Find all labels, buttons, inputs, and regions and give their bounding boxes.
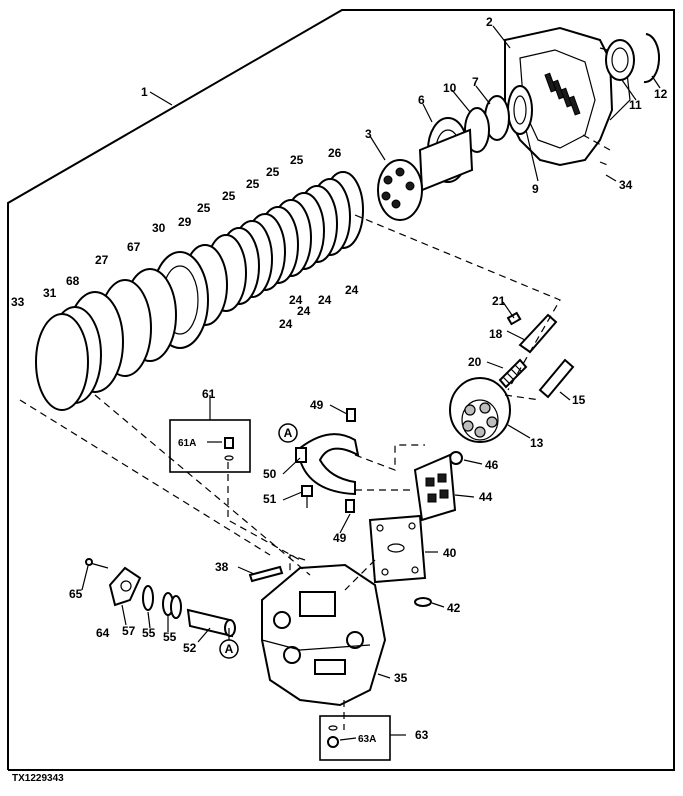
label-33: 33 xyxy=(11,295,25,309)
figure-code: TX1229343 xyxy=(12,773,64,784)
snap-ring-part-12 xyxy=(643,33,661,84)
label-2: 2 xyxy=(486,15,493,29)
label-65: 65 xyxy=(69,587,83,601)
cylinder-block-part-13 xyxy=(449,377,511,443)
label-10: 10 xyxy=(443,81,457,95)
label-34: 34 xyxy=(619,178,633,192)
marker-a-lower: A xyxy=(219,639,239,659)
label-49b: 49 xyxy=(333,531,347,545)
label-13: 13 xyxy=(530,436,544,450)
label-11: 11 xyxy=(629,98,642,112)
pin-part-42 xyxy=(414,597,432,607)
label-67: 67 xyxy=(127,240,141,254)
seal-part-55 xyxy=(162,592,182,619)
ring-part-33 xyxy=(35,313,89,411)
bolt-part-49-lower xyxy=(345,499,355,513)
screw-part-65 xyxy=(85,558,109,569)
shaft-part-3 xyxy=(377,128,474,221)
label-40: 40 xyxy=(443,546,457,560)
label-61: 61 xyxy=(202,387,216,401)
box-part-63 xyxy=(319,715,391,761)
spring-part-20 xyxy=(498,358,528,389)
clutch-disc-stack xyxy=(205,171,364,312)
main-housing-part-35 xyxy=(261,563,387,707)
valve-part-18 xyxy=(518,313,558,354)
o-ring-part-57 xyxy=(142,585,154,611)
label-38: 38 xyxy=(215,560,229,574)
label-18: 18 xyxy=(489,327,503,341)
label-35: 35 xyxy=(394,671,408,685)
label-6: 6 xyxy=(418,93,425,107)
label-55b: 55 xyxy=(163,630,177,644)
label-61A: 61A xyxy=(178,438,196,449)
label-24d: 24 xyxy=(279,317,293,331)
label-46: 46 xyxy=(485,458,499,472)
label-25a: 25 xyxy=(290,153,304,167)
assembly-outline xyxy=(7,9,675,771)
label-27: 27 xyxy=(95,253,109,267)
bolt-part-51 xyxy=(301,485,313,508)
label-44: 44 xyxy=(479,490,493,504)
leader-lines xyxy=(81,25,661,741)
label-63A: 63A xyxy=(358,734,376,745)
label-57: 57 xyxy=(122,624,136,638)
valve-part-15 xyxy=(538,358,575,399)
ball-part-46 xyxy=(449,451,463,465)
screw-part-38 xyxy=(248,565,284,583)
label-24e: 24 xyxy=(289,293,303,307)
label-1: 1 xyxy=(141,85,148,99)
label-52: 52 xyxy=(183,641,197,655)
label-42: 42 xyxy=(447,601,461,615)
label-30: 30 xyxy=(152,221,166,235)
label-51: 51 xyxy=(263,492,277,506)
callout-labels: 1 2 3 6 7 9 10 11 12 13 15 18 20 21 24 2… xyxy=(11,15,668,745)
label-20: 20 xyxy=(468,355,482,369)
label-24c: 24 xyxy=(297,304,311,318)
label-7: 7 xyxy=(472,75,479,89)
swash-bracket-part-50 xyxy=(295,433,360,496)
label-24a: 24 xyxy=(345,283,359,297)
bolt-part-49-upper xyxy=(346,408,356,422)
label-25d: 25 xyxy=(222,189,236,203)
marker-a-upper-label: A xyxy=(284,426,293,440)
label-64: 64 xyxy=(96,626,110,640)
label-25b: 25 xyxy=(266,165,280,179)
spool-part-52 xyxy=(186,608,236,638)
label-26: 26 xyxy=(328,146,342,160)
marker-a-upper: A xyxy=(278,423,298,443)
seal-part-9 xyxy=(507,85,533,135)
housing-part-2 xyxy=(504,26,631,167)
label-63: 63 xyxy=(415,728,429,742)
label-24b: 24 xyxy=(318,293,332,307)
cover-part-64 xyxy=(108,566,142,607)
label-25c: 25 xyxy=(246,177,260,191)
label-21: 21 xyxy=(492,294,506,308)
valve-plate-part-44 xyxy=(413,453,457,522)
label-9: 9 xyxy=(532,182,539,196)
label-15: 15 xyxy=(572,393,586,407)
bearing-part-11 xyxy=(605,39,635,81)
label-3: 3 xyxy=(365,127,372,141)
label-31: 31 xyxy=(43,286,57,300)
label-50: 50 xyxy=(263,467,277,481)
pin-part-21 xyxy=(506,311,522,326)
label-68: 68 xyxy=(66,274,80,288)
assembly-dashed-lines xyxy=(19,134,611,730)
marker-a-lower-label: A xyxy=(225,642,234,656)
label-29: 29 xyxy=(178,215,192,229)
label-25e: 25 xyxy=(197,201,211,215)
label-12: 12 xyxy=(654,87,668,101)
label-55a: 55 xyxy=(142,626,156,640)
cover-plate-part-40 xyxy=(368,514,427,584)
label-49a: 49 xyxy=(310,398,324,412)
